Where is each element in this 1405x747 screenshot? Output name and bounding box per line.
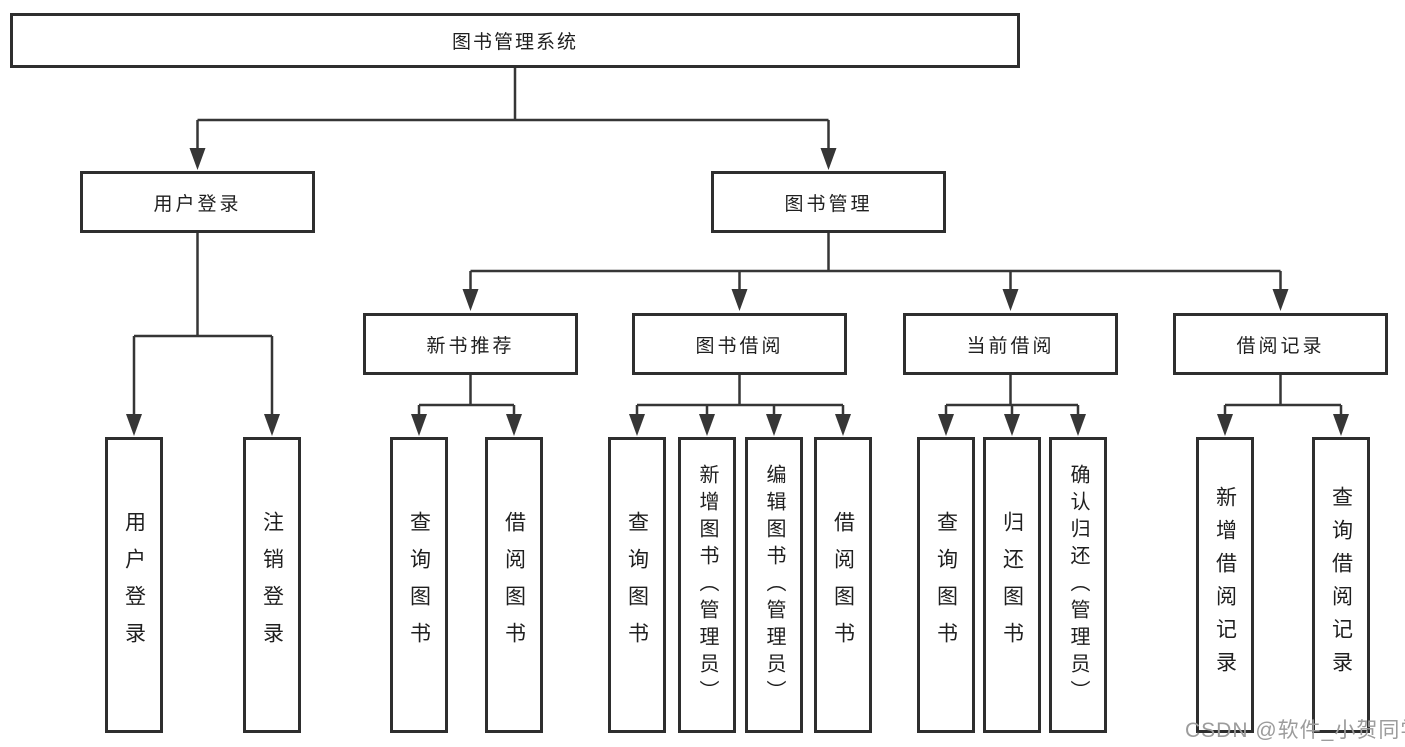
node-book-borrow: 图书借阅 [632, 313, 847, 375]
leaf-borrow-add-admin: 新增图书（管理员） [678, 437, 736, 733]
leaf-newbooks-borrow: 借阅图书 [485, 437, 543, 733]
leaf-logout: 注销登录 [243, 437, 301, 733]
node-current-borrow-label: 当前借阅 [966, 335, 1055, 357]
node-borrow-records: 借阅记录 [1173, 313, 1388, 375]
leaf-label: 注销登录 [260, 511, 284, 659]
leaf-label: 查询借阅记录 [1329, 486, 1353, 684]
leaf-label: 确认归还（管理员） [1067, 463, 1089, 707]
node-root-label: 图书管理系统 [451, 32, 578, 53]
leaf-current-return: 归还图书 [983, 437, 1041, 733]
leaf-borrow-borrow: 借阅图书 [814, 437, 872, 733]
leaf-records-query: 查询借阅记录 [1312, 437, 1370, 733]
node-user-login-label: 用户登录 [153, 193, 242, 215]
leaf-label: 新增借阅记录 [1213, 486, 1237, 684]
node-book-mgmt: 图书管理 [711, 171, 946, 233]
leaf-label: 查询图书 [407, 511, 431, 659]
leaf-label: 借阅图书 [502, 511, 526, 659]
leaf-label: 借阅图书 [831, 511, 855, 659]
leaf-current-query: 查询图书 [917, 437, 975, 733]
leaf-newbooks-query: 查询图书 [390, 437, 448, 733]
node-book-mgmt-label: 图书管理 [784, 193, 873, 215]
leaf-label: 编辑图书（管理员） [763, 463, 785, 707]
node-book-borrow-label: 图书借阅 [695, 335, 784, 357]
leaf-label: 新增图书（管理员） [696, 463, 718, 707]
leaf-label: 查询图书 [625, 511, 649, 659]
leaf-current-confirm-admin: 确认归还（管理员） [1049, 437, 1107, 733]
leaf-records-add: 新增借阅记录 [1196, 437, 1254, 733]
leaf-borrow-query: 查询图书 [608, 437, 666, 733]
leaf-label: 查询图书 [934, 511, 958, 659]
node-root: 图书管理系统 [10, 13, 1020, 68]
node-borrow-records-label: 借阅记录 [1236, 335, 1325, 357]
node-user-login: 用户登录 [80, 171, 315, 233]
node-new-books-label: 新书推荐 [426, 335, 515, 357]
node-current-borrow: 当前借阅 [903, 313, 1118, 375]
node-new-books: 新书推荐 [363, 313, 578, 375]
leaf-borrow-edit-admin: 编辑图书（管理员） [745, 437, 803, 733]
watermark: CSDN @软件_小贺同学 [1185, 719, 1405, 742]
leaf-label: 用户登录 [122, 511, 146, 659]
leaf-label: 归还图书 [1000, 511, 1024, 659]
leaf-user-login: 用户登录 [105, 437, 163, 733]
